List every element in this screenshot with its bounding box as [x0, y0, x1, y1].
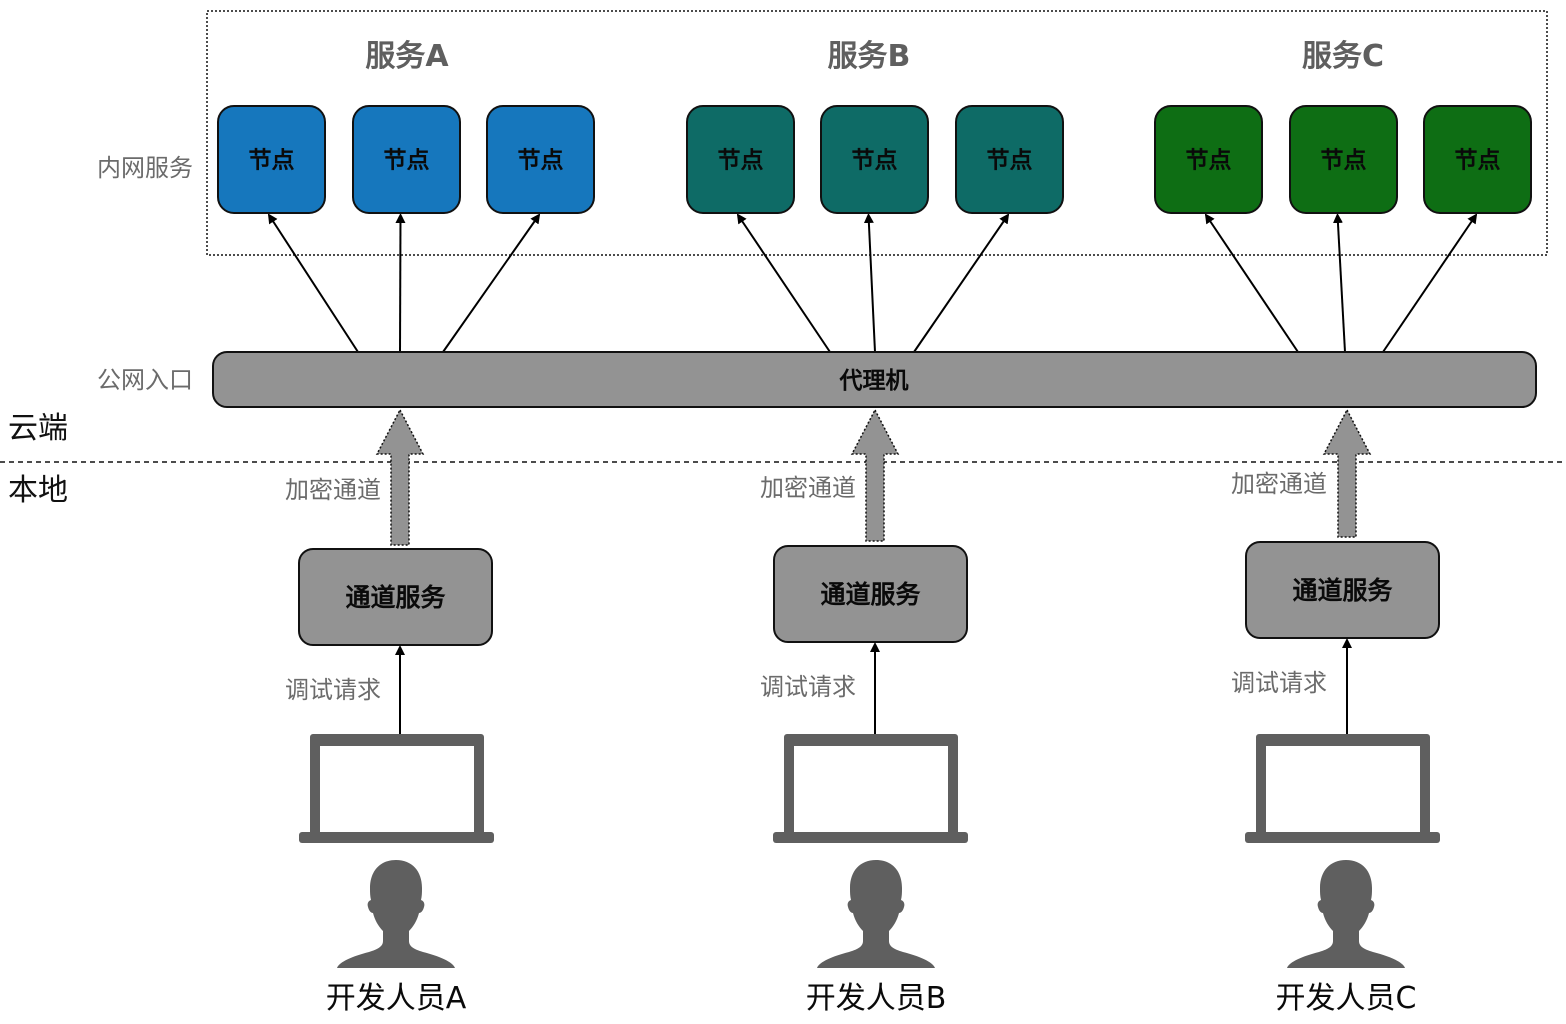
proxy-to-node-edge	[1382, 213, 1478, 353]
developer-name: 开发人员C	[1276, 981, 1417, 1016]
tunnel-service-box[interactable]: 通道服务	[1245, 541, 1440, 639]
service-node[interactable]: 节点	[1154, 105, 1263, 214]
service-group: 服务B 节点 节点 节点	[686, 39, 1064, 214]
encrypted-tunnel-arrow	[375, 408, 425, 546]
proxy-to-node-edge	[1204, 213, 1299, 353]
cloud-zone-label: 云端	[8, 411, 68, 446]
proxy-to-node-edge	[863, 213, 876, 353]
encrypted-tunnel-arrow	[850, 408, 900, 542]
developers-layer: 加密通道通道服务调试请求开发人员A加密通道通道服务调试请求开发人员B加密通道通道…	[285, 408, 1440, 1016]
debug-request-label: 调试请求	[1231, 669, 1327, 697]
laptop-icon	[299, 734, 494, 843]
service-group: 服务A 节点 节点 节点	[217, 39, 595, 214]
encrypted-tunnel-label: 加密通道	[285, 476, 381, 504]
node-label: 节点	[1455, 148, 1501, 174]
encrypted-tunnel-arrow	[1322, 408, 1372, 538]
service-title: 服务C	[1302, 39, 1384, 74]
node-label: 节点	[987, 148, 1033, 174]
laptop-icon	[1245, 734, 1440, 843]
public-entry-label: 公网入口	[97, 366, 193, 394]
service-node[interactable]: 节点	[486, 105, 595, 214]
developer-name: 开发人员A	[326, 981, 467, 1016]
encrypted-tunnel-label: 加密通道	[760, 474, 856, 502]
node-label: 节点	[852, 148, 898, 174]
tunnel-service-box[interactable]: 通道服务	[298, 548, 493, 646]
service-node[interactable]: 节点	[820, 105, 929, 214]
service-title: 服务A	[365, 39, 449, 74]
encrypted-tunnel-label: 加密通道	[1231, 470, 1327, 498]
person-icon	[817, 860, 935, 968]
service-title: 服务B	[828, 39, 911, 74]
person-icon	[337, 860, 455, 968]
node-label: 节点	[249, 148, 295, 174]
tunnel-service-label: 通道服务	[345, 583, 445, 612]
local-zone-label: 本地	[8, 473, 68, 508]
service-node[interactable]: 节点	[1423, 105, 1532, 214]
service-node[interactable]: 节点	[686, 105, 795, 214]
person-icon	[1287, 860, 1405, 968]
intranet-boundary	[206, 10, 1548, 256]
proxy-machine[interactable]: 代理机	[212, 351, 1537, 408]
node-label: 节点	[1186, 148, 1232, 174]
tunnel-service-box[interactable]: 通道服务	[773, 545, 968, 643]
tunnel-service-label: 通道服务	[820, 580, 920, 609]
intranet-label: 内网服务	[97, 154, 193, 182]
laptop-icon	[773, 734, 968, 843]
debug-request-label: 调试请求	[285, 676, 381, 704]
node-label: 节点	[518, 148, 564, 174]
proxy-to-node-edge	[1332, 213, 1346, 353]
service-node[interactable]: 节点	[955, 105, 1064, 214]
developer-name: 开发人员B	[806, 981, 947, 1016]
edges-layer	[267, 213, 1478, 353]
proxy-to-node-edge	[913, 213, 1010, 353]
debug-request-label: 调试请求	[760, 673, 856, 701]
proxy-label: 代理机	[839, 368, 909, 394]
services-layer: 服务A 节点 节点 节点 服务B 节点 节点 节点 服务C 节点 节点 节点	[217, 39, 1532, 214]
service-group: 服务C 节点 节点 节点	[1154, 39, 1532, 214]
node-label: 节点	[718, 148, 764, 174]
tunnel-service-label: 通道服务	[1292, 576, 1392, 605]
proxy-to-node-edge	[736, 213, 831, 353]
proxy-to-node-edge	[267, 213, 359, 353]
node-label: 节点	[1321, 148, 1367, 174]
node-label: 节点	[384, 148, 430, 174]
proxy-to-node-edge	[442, 213, 541, 353]
proxy-to-node-edge	[395, 213, 406, 353]
service-node[interactable]: 节点	[352, 105, 461, 214]
service-node[interactable]: 节点	[1289, 105, 1398, 214]
service-node[interactable]: 节点	[217, 105, 326, 214]
